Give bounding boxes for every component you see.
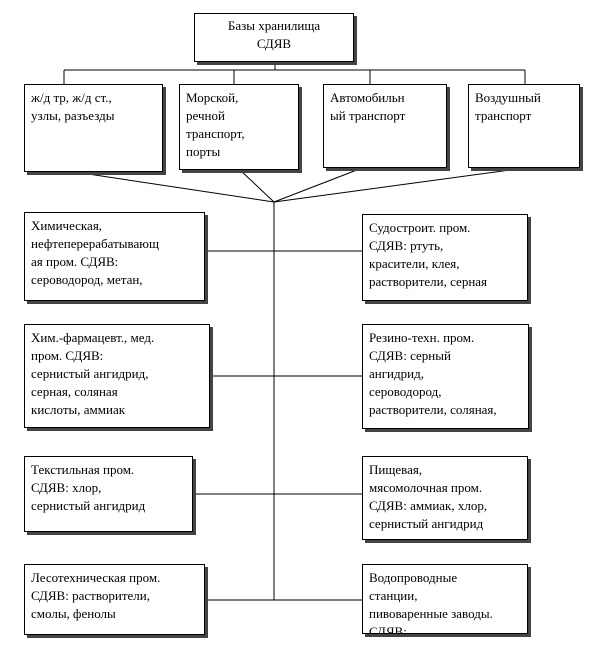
industry-box-forestry: Лесотехническая пром. СДЯВ: растворители… <box>24 564 205 635</box>
industry-box-food: Пищевая, мясомолочная пром. СДЯВ: аммиак… <box>362 456 528 540</box>
industry-box-waterworks: Водопроводные станции, пивоваренные заво… <box>362 564 528 634</box>
transport-box-air: Воздушный транспорт <box>468 84 580 168</box>
industry-box-chemical: Химическая, нефтеперерабатывающ ая пром.… <box>24 212 205 301</box>
industry-box-textile: Текстильная пром. СДЯВ: хлор, сернистый … <box>24 456 193 532</box>
transport-box-auto: Автомобильн ый транспорт <box>323 84 447 168</box>
root-box: Базы хранилища СДЯВ <box>194 13 354 62</box>
industry-box-pharma: Хим.-фармацевт., мед. пром. СДЯВ: сернис… <box>24 324 210 428</box>
industry-box-rubber: Резино-техн. пром. СДЯВ: серный ангидрид… <box>362 324 529 429</box>
transport-box-sea-river: Морской, речной транспорт, порты <box>179 84 299 170</box>
industry-box-shipbuilding: Судостроит. пром. СДЯВ: ртуть, красители… <box>362 214 528 301</box>
transport-box-rail: ж/д тр, ж/д ст., узлы, разъезды <box>24 84 163 172</box>
